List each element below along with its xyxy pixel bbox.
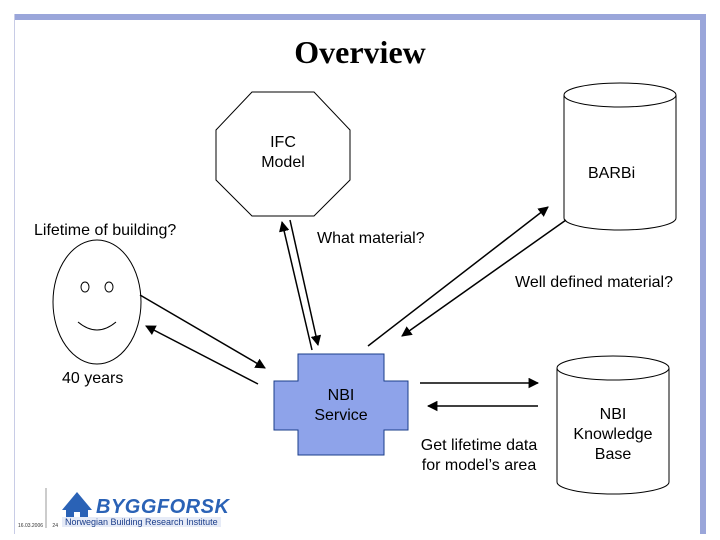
arrow-service-to-ifc	[279, 220, 313, 351]
ifc-model-octagon	[215, 91, 351, 217]
arrow-ifc-to-service	[289, 219, 322, 347]
byggforsk-logo-name: BYGGFORSK	[96, 496, 230, 518]
get-lifetime-data-line1: Get lifetime data	[420, 437, 538, 454]
lifetime-question-label: Lifetime of building?	[34, 222, 177, 239]
arrow-service-to-barbi	[367, 206, 549, 347]
nbi-knowledge-base-label-line1: NBI	[599, 406, 627, 423]
nbi-service-label-line2: Service	[314, 407, 368, 424]
get-lifetime-data-label: Get lifetime data for model’s area	[404, 436, 554, 476]
forty-years-label: 40 years	[62, 370, 124, 387]
barbi-label: BARBi	[588, 165, 636, 182]
ifc-model-label-line2: Model	[261, 154, 305, 171]
get-lifetime-data-line2: for model’s area	[421, 457, 537, 474]
nbi-service-shape	[273, 353, 409, 456]
slide-frame-top	[14, 14, 706, 20]
ifc-model-label: IFC Model	[248, 133, 318, 173]
nbi-service-label: NBI Service	[306, 386, 376, 426]
slide-title: Overview	[294, 34, 426, 70]
barbi-database-cylinder	[563, 82, 677, 231]
arrow-barbi-to-service	[401, 219, 567, 337]
nbi-service-label-line1: NBI	[327, 387, 355, 404]
nbi-knowledge-base-label-line3: Base	[594, 446, 632, 463]
footer-date-page: 16.03.2006 24	[18, 523, 58, 529]
user-face-icon	[52, 239, 142, 365]
byggforsk-logo-icon	[62, 492, 92, 520]
arrow-face-to-service	[139, 294, 266, 369]
nbi-knowledge-base-label-line2: Knowledge	[573, 426, 653, 443]
footer-date: 16.03.2006	[18, 523, 44, 529]
byggforsk-logo-subtitle: Norwegian Building Research Institute	[62, 517, 221, 527]
what-material-label: What material?	[317, 230, 425, 247]
slide-frame-right	[700, 14, 706, 534]
arrow-service-to-face	[145, 325, 259, 385]
slide-frame-left	[14, 14, 15, 534]
ifc-model-label-line1: IFC	[270, 134, 296, 151]
nbi-knowledge-base-label: NBI Knowledge Base	[563, 405, 663, 465]
nbi-knowledge-base-cylinder	[556, 355, 670, 495]
footer-page-number: 24	[52, 523, 58, 529]
well-defined-material-label: Well defined material?	[515, 274, 674, 291]
